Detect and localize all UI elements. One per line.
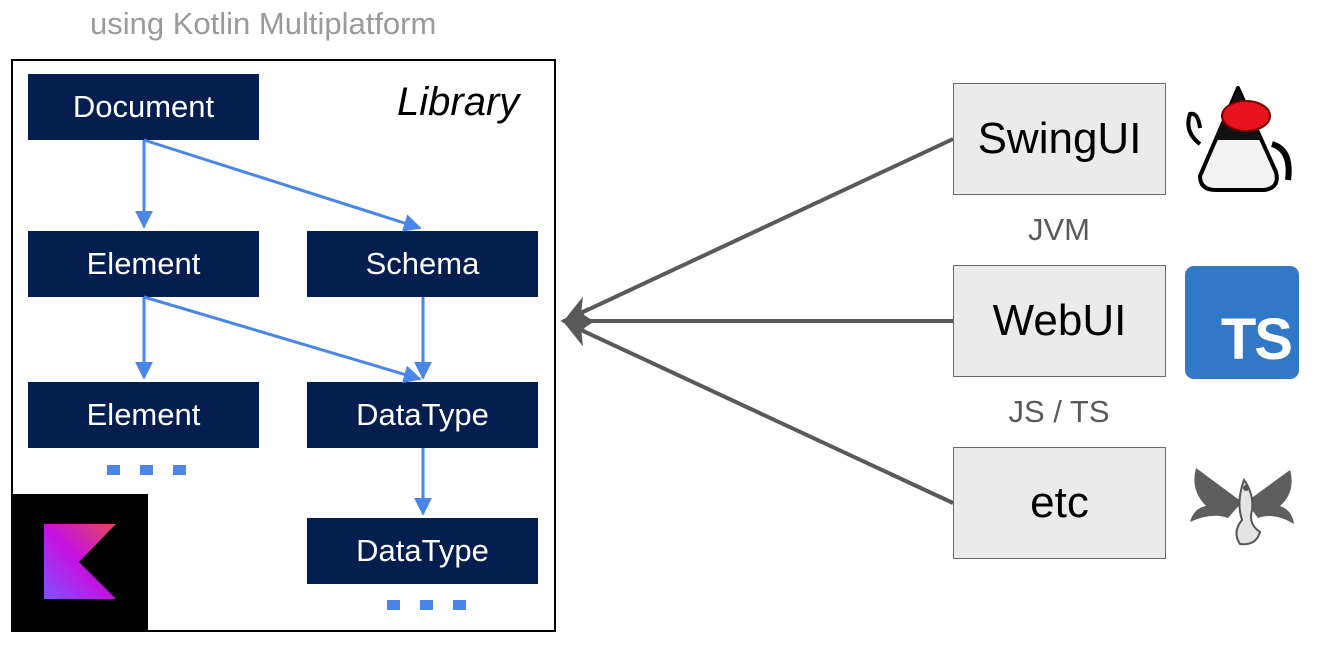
typescript-logo-icon: TS [1185,266,1299,379]
arrow-element-datatype [143,295,422,384]
platform-label-js-ts: JS / TS [1008,394,1110,429]
arrow-document-schema [143,138,422,232]
node-element-child: Element [28,382,259,448]
client-webui: WebUI [953,265,1166,377]
ellipsis-element [107,465,186,475]
node-element: Element [28,231,259,297]
node-schema: Schema [307,231,538,297]
client-etc: etc [953,447,1166,559]
node-document: Document [28,74,259,140]
java-duke-icon [1186,86,1292,192]
library-frame [11,59,556,632]
node-datatype: DataType [307,382,538,448]
node-datatype-child: DataType [307,518,538,584]
llvm-dragon-icon [1190,468,1294,546]
typescript-logo-text: TS [1220,307,1293,372]
arrow-etc-library [563,320,954,505]
ellipsis-datatype [387,600,466,610]
kotlin-logo-icon [11,494,148,630]
diagram-subtitle: using Kotlin Multiplatform [90,6,437,41]
arrow-swingui-library [563,137,954,323]
client-swingui: SwingUI [953,83,1166,195]
platform-label-jvm: JVM [1028,212,1090,247]
library-label: Library [397,80,520,124]
